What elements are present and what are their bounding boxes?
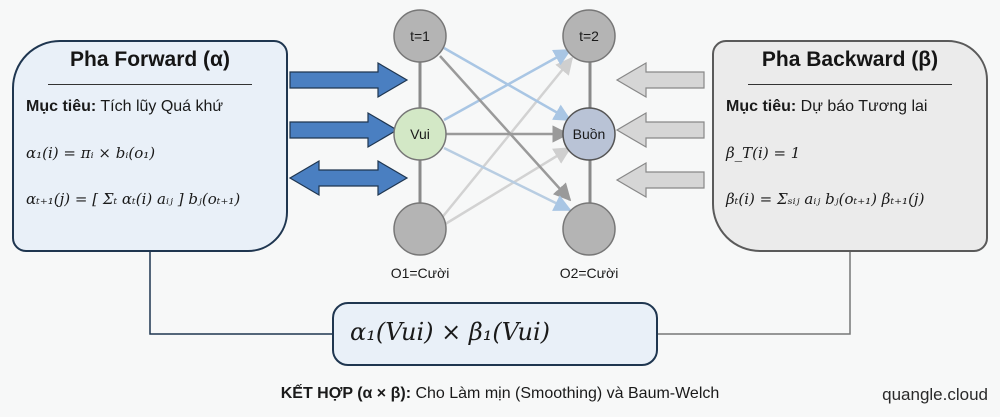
forward-panel: Pha Forward (α) Mục tiêu: Tích lũy Quá k… xyxy=(12,40,288,252)
obs1-label: O1=Cười xyxy=(390,265,450,281)
edge-blue xyxy=(443,46,572,122)
backward-goal: Mục tiêu: Dự báo Tương lai xyxy=(726,98,927,116)
forward-goal-label: Mục tiêu: xyxy=(26,98,97,115)
forward-to-combo-connector xyxy=(149,252,332,335)
backward-init-formula: β_T(i) = 1 xyxy=(726,144,801,162)
node-buon xyxy=(562,107,616,161)
node-vui-label: Vui xyxy=(410,126,430,142)
backward-arrow xyxy=(615,61,705,99)
backward-panel: Pha Backward (β) Mục tiêu: Dự báo Tương … xyxy=(712,40,988,252)
forward-title: Pha Forward (α) xyxy=(70,48,230,71)
edge-light xyxy=(441,146,572,228)
obs2-label: O2=Cười xyxy=(559,265,619,281)
node-obs1 xyxy=(393,202,447,256)
forward-title-rule xyxy=(48,84,252,85)
node-t2 xyxy=(562,9,616,63)
edge-gray xyxy=(439,55,572,202)
forward-arrow xyxy=(289,111,399,149)
backward-arrow xyxy=(615,111,705,149)
edge-blue xyxy=(443,146,572,212)
backward-goal-label: Mục tiêu: xyxy=(726,98,797,115)
caption-text: Cho Làm mịn (Smoothing) và Baum-Welch xyxy=(411,385,720,402)
forward-init-formula: α₁(i) = πᵢ × bᵢ(o₁) xyxy=(26,144,156,162)
node-t1-label: t=1 xyxy=(410,28,430,44)
forward-arrow xyxy=(289,61,409,99)
backward-goal-text: Dự báo Tương lai xyxy=(796,98,928,115)
caption: KẾT HỢP (α × β): Cho Làm mịn (Smoothing)… xyxy=(0,385,1000,403)
node-obs2 xyxy=(562,202,616,256)
caption-bold: KẾT HỢP (α × β): xyxy=(280,385,412,402)
backward-title-rule xyxy=(748,84,952,85)
forward-goal-text: Tích lũy Quá khứ xyxy=(96,98,224,115)
node-vui xyxy=(393,107,447,161)
node-buon-label: Buồn xyxy=(572,126,606,142)
backward-title: Pha Backward (β) xyxy=(761,48,939,71)
backward-to-combo-connector xyxy=(658,252,851,335)
watermark: quangle.cloud xyxy=(882,385,988,404)
edge-light xyxy=(439,56,574,221)
combine-formula: α₁(Vui) × β₁(Vui) xyxy=(350,318,551,346)
forward-goal: Mục tiêu: Tích lũy Quá khứ xyxy=(26,98,223,116)
backward-recursion-formula: βₜ(i) = Σₛᵢⱼ aᵢⱼ bⱼ(oₜ₊₁) βₜ₊₁(j) xyxy=(726,190,925,208)
backward-arrow xyxy=(615,161,705,199)
forward-double-arrow xyxy=(288,159,409,197)
combine-box: α₁(Vui) × β₁(Vui) xyxy=(332,302,658,366)
forward-recursion-formula: αₜ₊₁(j) = [ Σₜ αₜ(i) aᵢⱼ ] bⱼ(oₜ₊₁) xyxy=(26,190,241,208)
node-t2-label: t=2 xyxy=(579,28,599,44)
node-t1 xyxy=(393,9,447,63)
